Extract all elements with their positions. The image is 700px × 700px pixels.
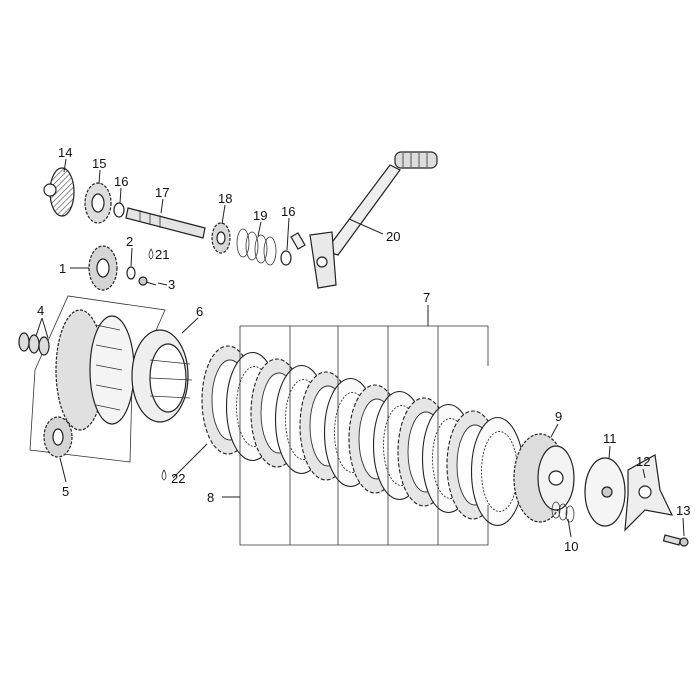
leader-lines [35,158,685,538]
clutch-plates [201,345,525,527]
callout-21: 21 [155,247,169,262]
spring-plate-11 [584,457,626,527]
gear-1 [88,245,118,291]
kickstart-shaft [125,207,206,239]
callout-labels: 14 15 16 17 18 19 16 20 21 2 1 3 4 6 7 9… [37,145,690,554]
ratchet-18 [211,222,231,254]
oil-drop-21 [148,248,154,260]
callout-16b: 16 [281,204,295,219]
plates-bracket [239,325,489,546]
bolt-3 [138,276,157,286]
pressure-plate-9 [513,433,575,523]
callout-16a: 16 [114,174,128,189]
washer-16b [280,250,292,266]
callout-18: 18 [218,191,232,206]
kick-lever [309,151,438,289]
gear-5 [43,416,73,458]
callout-19: 19 [253,208,267,223]
callout-6: 6 [196,304,203,319]
callout-14: 14 [58,145,72,160]
washer-16a [113,202,125,218]
bolt-13 [662,534,689,547]
callout-12: 12 [636,454,650,469]
callout-3: 3 [168,277,175,292]
callout-4: 4 [37,303,44,318]
callout-22: 22 [171,471,185,486]
callout-13: 13 [676,503,690,518]
spring-10 [551,501,575,523]
callout-10: 10 [564,539,578,554]
small-bolt [290,232,306,250]
callout-11: 11 [603,431,617,446]
callout-15: 15 [92,156,106,171]
callout-5: 5 [62,484,69,499]
clutch-basket [55,309,135,431]
callout-20: 20 [386,229,400,244]
kickstart-gear-15 [84,182,112,224]
callout-9: 9 [555,409,562,424]
oil-drop-22 [161,469,167,481]
bearings-4 [18,332,50,356]
star-plate-12 [624,454,674,532]
inner-hub-6 [131,329,193,423]
callout-8: 8 [207,490,214,505]
spring-19 [236,228,277,266]
kickstart-ratchet [43,167,75,217]
callout-1: 1 [59,261,66,276]
callout-7: 7 [423,290,430,305]
washer-2 [126,266,136,280]
plate-inner-ring [481,431,518,512]
callout-2: 2 [126,234,133,249]
callout-17: 17 [155,185,169,200]
